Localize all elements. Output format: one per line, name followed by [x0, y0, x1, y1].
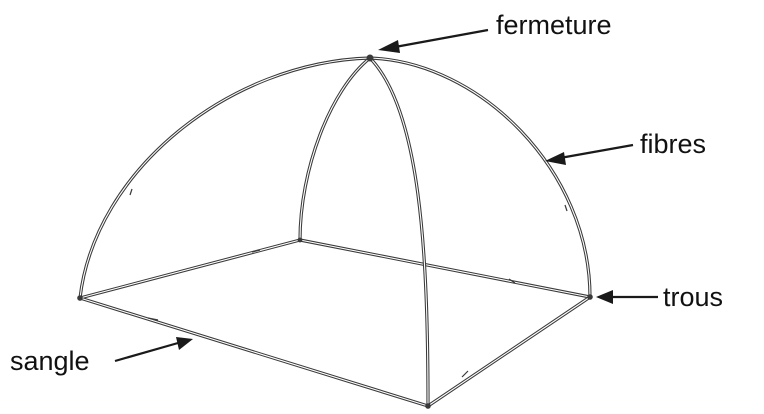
annotation-sangle: sangle — [10, 337, 193, 376]
label-sangle: sangle — [10, 346, 90, 376]
apex-joint — [366, 54, 374, 62]
annotation-fibres: fibres — [545, 129, 706, 165]
left-corner-joint — [77, 295, 83, 301]
label-fibres: fibres — [640, 129, 706, 159]
frame-joints — [77, 54, 593, 409]
seam-marks — [129, 188, 568, 378]
base-strap — [78, 238, 592, 408]
right-corner-joint — [587, 294, 593, 300]
back-corner-joint — [297, 237, 303, 243]
annotation-trous: trous — [596, 282, 723, 312]
label-trous: trous — [663, 282, 723, 312]
label-fermeture: fermeture — [496, 10, 612, 40]
arrow-head-trous — [596, 290, 613, 304]
front-corner-joint — [425, 403, 431, 409]
arrow-head-fibres — [545, 152, 566, 165]
arrow-head-sangle — [176, 337, 193, 350]
annotation-fermeture: fermeture — [378, 10, 612, 53]
arrow-head-fermeture — [378, 40, 400, 53]
dome-arches — [78, 56, 592, 408]
